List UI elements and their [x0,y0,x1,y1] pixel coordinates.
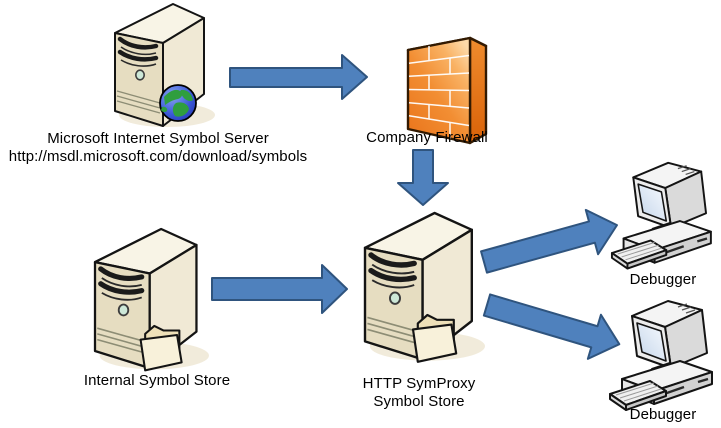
arrow-internal-to-symproxy [211,264,348,314]
firewall-icon [406,36,488,145]
company-firewall-label: Company Firewall [366,129,488,146]
debugger-top-label: Debugger [629,271,697,288]
symproxy-label-line2: Symbol Store [373,393,465,410]
internet-symbol-server-title: Microsoft Internet Symbol Server [47,130,269,147]
server-globe-icon [115,4,215,127]
internet-symbol-server-label: Microsoft Internet Symbol Server http://… [0,130,323,166]
arrow-firewall-to-symproxy [397,149,449,206]
symproxy-label-line1: HTTP SymProxy [362,375,476,392]
arrow-symproxy-to-debugger-top [476,201,625,286]
workstation-icon [610,161,713,270]
workstation-icon [608,299,714,412]
debugger-bottom-label: Debugger [629,406,697,423]
arrow-internet-to-firewall [229,54,368,100]
internal-symbol-store-label: Internal Symbol Store [83,372,231,389]
server-folder-icon [365,213,485,362]
server-folder-icon [95,229,209,370]
arrow-symproxy-to-debugger-bottom [479,281,627,368]
internet-symbol-server-url: http://msdl.microsoft.com/download/symbo… [8,148,308,165]
symproxy-label: HTTP SymProxy Symbol Store [339,375,499,411]
